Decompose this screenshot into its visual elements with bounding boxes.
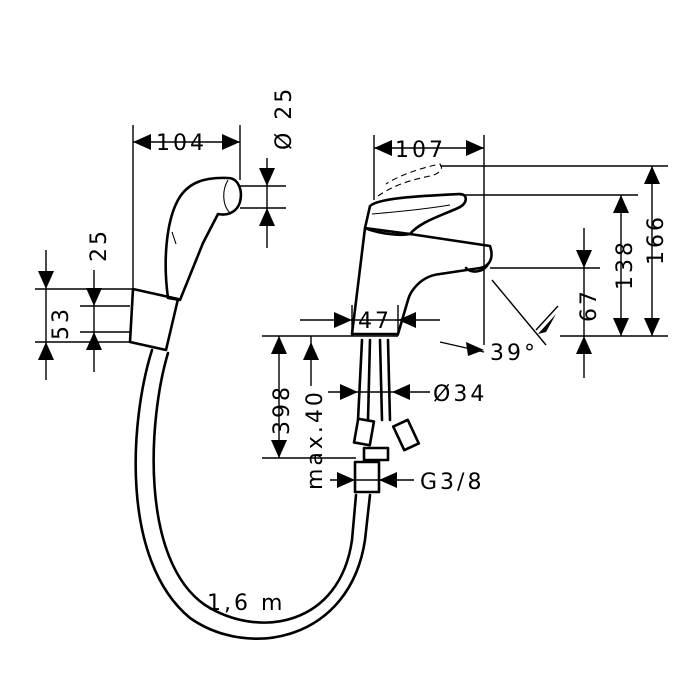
label-hose-length: 1,6 m xyxy=(207,591,285,616)
label-104: 104 xyxy=(156,131,207,156)
dim-47: 47 xyxy=(300,305,440,336)
dim-heights: 166 138 67 xyxy=(440,165,669,378)
label-138: 138 xyxy=(613,239,638,290)
label-107: 107 xyxy=(395,138,446,163)
dim-angle: 39° xyxy=(439,279,559,366)
dim-dia34: Ø34 xyxy=(328,382,487,407)
dim-nozzle-25: Ø 25 xyxy=(240,86,297,248)
label-angle: 39° xyxy=(490,341,538,366)
label-nozzle-dia: Ø 25 xyxy=(272,86,297,150)
label-53: 53 xyxy=(49,306,74,340)
label-thread: G3/8 xyxy=(420,470,484,495)
label-max40: max.40 xyxy=(303,389,328,490)
label-67: 67 xyxy=(577,288,602,322)
label-dia34: Ø34 xyxy=(433,382,487,407)
dim-thread: G3/8 xyxy=(330,470,484,495)
dim-104: 104 xyxy=(132,125,241,290)
hand-shower xyxy=(128,176,372,640)
dim-107: 107 xyxy=(373,135,485,345)
dim-398: 398 max.40 xyxy=(262,335,356,490)
mixer-tap xyxy=(350,163,493,494)
dim-holder: 53 25 xyxy=(35,228,133,380)
label-166: 166 xyxy=(644,214,669,265)
label-25: 25 xyxy=(87,228,112,262)
label-47: 47 xyxy=(358,309,392,334)
label-398: 398 xyxy=(270,384,295,435)
